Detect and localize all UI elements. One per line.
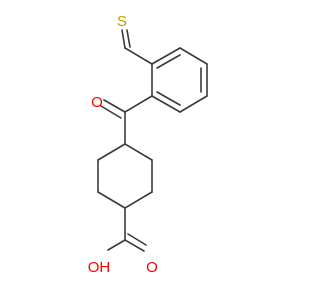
sulfur-label: S: [117, 13, 127, 30]
bond-cyclo-4: [97, 191, 126, 209]
bond-ring-c1-c2: [151, 47, 181, 65]
bond-ring-to-ketone-carbon: [124, 95, 153, 113]
ketone-oxygen-label: O: [91, 94, 103, 111]
bond-cyclo-3: [124, 191, 153, 209]
bond-ring-inner-3: [156, 91, 181, 106]
bond-ring-c5-c6: [151, 95, 181, 113]
bond-cs-double-b: [126, 29, 131, 48]
bond-ring-inner-1: [156, 54, 181, 69]
bond-carboxyl-to-oh: [107, 239, 126, 251]
bond-ring-c4-c5: [179, 95, 208, 113]
bond-carboxyl-double-b: [127, 233, 147, 246]
bond-cs-double-a: [121, 29, 126, 49]
bond-cyclo-1: [124, 143, 153, 161]
hydroxyl-label: OH: [88, 259, 111, 276]
carbonyl-oxygen-label: O: [146, 259, 158, 276]
molecule-structure: S O O OH: [88, 13, 208, 276]
bond-ring-to-thiocarbon: [124, 47, 153, 65]
bond-co-double-a: [103, 99, 126, 113]
bond-cyclo-6: [97, 143, 126, 161]
bonds: [97, 29, 208, 252]
structure-canvas: S O O OH: [88, 13, 208, 276]
bond-ring-c2-c3: [179, 47, 208, 65]
bond-co-double-b: [100, 105, 122, 119]
bond-carboxyl-double-a: [124, 239, 145, 252]
